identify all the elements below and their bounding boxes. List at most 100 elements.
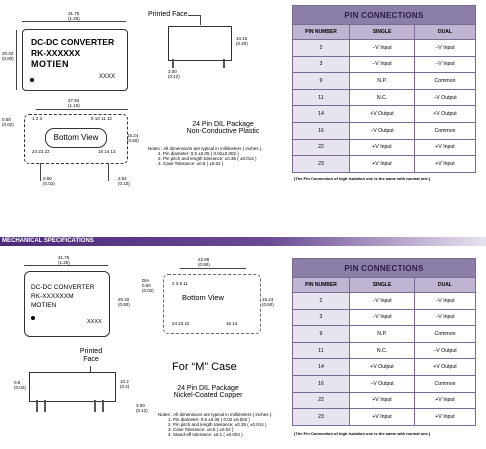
col-single: SINGLE [349,24,415,40]
table-row: 2−V Input−V Input [292,292,476,310]
b-pins-left: 24 23 22 [172,321,190,326]
b-model-line2: RK-XXXXXXM [31,293,74,300]
b-height-dim-label: 20.32(0.80) [118,297,130,307]
bottom-width-line [36,109,128,110]
b-note-3: 3. Case Tolerance: ±0.5 ( ±0.02 ) [168,427,234,432]
b-width-dim-label: 31.75(1.25) [58,255,70,265]
b-brand-label: MOTIEN [31,302,57,309]
b-side-pin [44,400,46,412]
side-pin-left [172,59,174,68]
side-pin-right [223,59,225,68]
spacing-label: 2.54(0.10) [118,176,130,186]
b-package-line2: Nickel-Coated Copper [173,392,243,399]
b-printed-face-label: Printed Face [79,348,103,363]
notes-block: Notes : All dimensions are typical in mi… [148,146,263,166]
bottom-dia-label: 0.50(0.02) [2,117,14,127]
b-note-2: 2. Pin pitch and length tolerance: ±0.35… [168,422,267,427]
b-side-pin-label: 3.00(0.12) [136,403,148,413]
note-0: Notes : All dimensions are typical in mi… [148,146,263,151]
table-row: 23+V Input+V Input [292,408,476,426]
table-title: PIN CONNECTIONS [292,5,476,25]
model-line2: RK-XXXXXX [31,48,81,58]
pitch-label: 0.50(0.02) [43,176,55,186]
case-title: For “M” Case [172,361,237,373]
bottom-pins-top-left: 1 2 3 [32,116,43,121]
b-bottom-view-package: Bottom View 24 23 22 16 14 2 3 9 11 [163,274,261,334]
b-note-1: 1. Pin diameter: 0.5 ±0.05 ( 0.02 ±0.002… [168,417,250,422]
bottom-height-label: 15.24(0.60) [127,133,139,143]
b-model-line1: DC-DC CONVERTER [31,284,95,291]
b-side-width-label: 0.5(0.02) [14,380,26,390]
b-notes-block: Notes : All dimensions are typical in mi… [158,412,273,437]
b-package-line1: 24 Pin DIL Package [177,385,239,392]
table-row: 3−V Input−V Input [292,55,476,74]
bottom-view-package: Bottom View 24 23 22 15 14 13 1 2 3 9 10… [24,114,128,164]
b-package-description: 24 Pin DIL Package Nickel-Coated Copper [158,385,258,399]
b-bottom-width-line [180,268,246,269]
b-printed-face-arrow [90,366,91,372]
table-row: 3−V Input−V Input [292,308,476,327]
b-side-pin [102,400,104,412]
col-pin-number: PIN NUMBER [292,24,350,40]
pitch-line-b [108,163,109,181]
pitch-line-a [40,163,41,181]
printed-face-arrow [188,15,200,16]
front-view-package: DC-DC CONVERTER RK-XXXXXX MOTIEN XXXX [22,29,128,91]
b-note-0: Notes : All dimensions are typical in mi… [158,412,273,417]
b-bottom-view-label: Bottom View [182,293,224,302]
printed-face-label: Printed Face [148,11,188,18]
table-row: 14+V Output+V Output [292,358,476,376]
width-dimension-line [22,21,126,22]
b-pins-top: 2 3 9 11 [172,281,188,286]
package-description: 24 Pin DIL Package Non-Conductive Plasti… [180,121,266,135]
height-dim-label: 20.32(0.80) [2,51,14,61]
table-row: 22+V Input+V Input [292,138,476,157]
width-dim-label: 31.75(1.25) [68,11,80,21]
side-pin-length-label: 3.00(0.12) [168,69,180,79]
bottom-view-label: Bottom View [45,128,107,148]
bottom-pins-right: 15 14 13 [98,149,116,154]
b-bottom-height-label: 15.24(0.60) [262,297,274,307]
model-line1: DC-DC CONVERTER [31,37,115,47]
note-3: 3. Case Tolerance: ±0.5 ( ±0.02 ) [158,161,224,166]
b-side-view-package [29,372,116,402]
table-row: 14+V Output+V Output [292,105,476,123]
b-side-pin [94,400,96,412]
pin-connections-table-top: PIN CONNECTIONS PIN NUMBER SINGLE DUAL 2… [292,5,476,173]
table-row: 23+V Input+V Input [292,155,476,173]
b-pin1-dot [31,316,35,320]
table-row: 2−V Input−V Input [292,39,476,57]
table-row: 22+V Input+V Input [292,391,476,410]
printed-face-arrow-down [200,15,201,25]
b-col-pin-number: PIN NUMBER [292,277,350,293]
b-pins-right: 16 14 [226,321,238,326]
side-view-package [168,26,232,61]
b-side-pin [36,400,38,412]
b-col-single: SINGLE [349,277,415,293]
b-note-4: 4. Stand-off tolerance: ±0.1 ( ±0.004 ) [168,432,243,437]
table-note-bottom: (The Pin Connection of high isolation on… [294,431,431,436]
note-1: 1. Pin diameter: 0.5 ±0.05 ( 0.02±0.002 … [158,151,239,156]
b-col-dual: DUAL [414,277,476,293]
package-line1: 24 Pin DIL Package [192,121,254,128]
pin-connections-table-bottom: PIN CONNECTIONS PIN NUMBER SINGLE DUAL 2… [292,258,476,426]
col-dual: DUAL [414,24,476,40]
bottom-pins-top-right: 9 10 11 12 [91,116,112,121]
b-front-view-package: DC-DC CONVERTER RK-XXXXXXM MOTIEN XXXX [24,271,110,337]
b-table-title: PIN CONNECTIONS [292,258,476,278]
brand-label: MOTIEN [31,59,69,69]
section-title: MECHANICAL SPECIFICATIONS [2,238,94,244]
pin1-dot [30,78,34,82]
b-width-line [24,265,108,266]
b-side-height-label: 10.2(0.4) [120,379,130,389]
table-note-top: (The Pin Connection of high isolation on… [294,176,431,181]
height-dimension-line [16,30,17,90]
side-height-label: 10.16(0.40) [236,36,248,46]
